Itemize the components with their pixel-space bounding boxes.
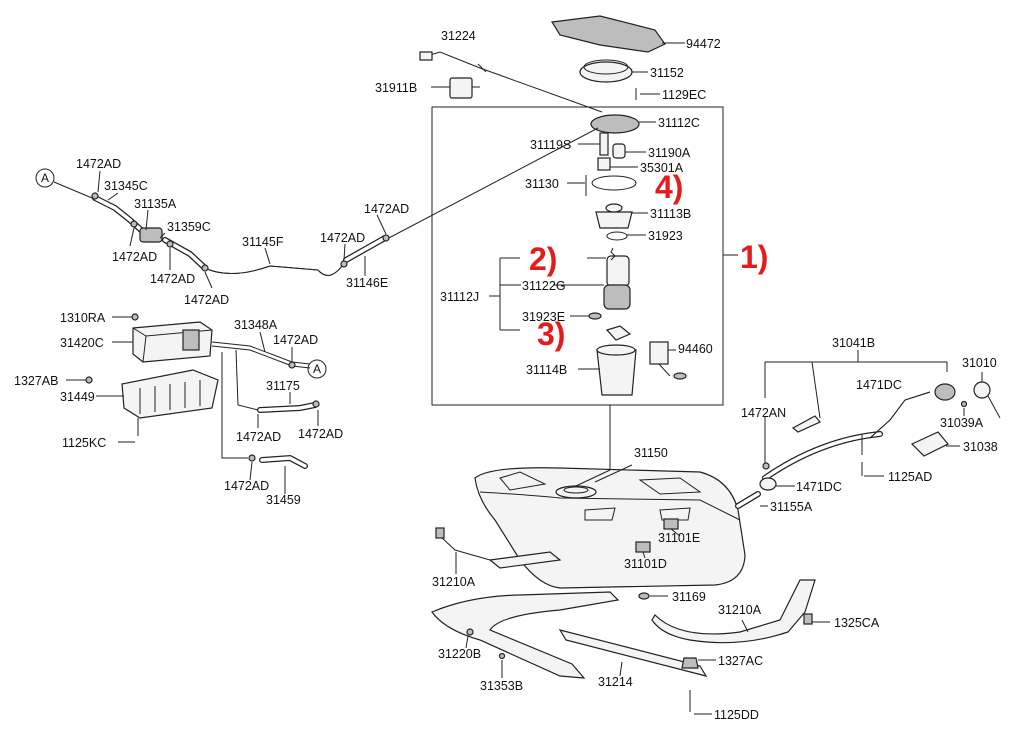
label-31420c: 31420C [60,336,104,350]
label-94472: 94472 [686,37,721,51]
label-31348a: 31348A [234,318,278,332]
label-1310ra: 1310RA [60,311,106,325]
label-31155a: 31155A [770,500,813,514]
label-31359c: 31359C [167,220,211,234]
label-31010: 31010 [962,356,997,370]
label-31345c: 31345C [104,179,148,193]
connector-a-right [307,359,327,379]
label-31923e: 31923E [522,310,565,324]
pump-module-box [431,106,724,406]
annotation-1: 1) [740,239,768,275]
label-31038: 31038 [963,440,998,454]
annotation-3: 3) [537,316,565,352]
label-31041b: 31041B [832,336,875,350]
label-1472ad-d: 1472AD [184,293,229,307]
label-31449: 31449 [60,390,95,404]
label-1472ad-j: 1472AD [224,479,269,493]
label-31210a-b: 31210A [718,603,762,617]
label-1472ad-g: 1472AD [273,333,318,347]
label-31175: 31175 [266,379,300,393]
label-31911b: 31911B [375,81,417,95]
connector-a-left-letter: A [41,171,49,185]
label-31101e: 31101E [658,531,700,545]
lock-ring-31152 [579,61,633,83]
label-1472ad-a: 1472AD [76,157,121,171]
fuel-tank [474,467,746,589]
label-31114b: 31114B [526,363,567,377]
label-31224: 31224 [441,29,476,43]
gasket-ring [591,175,637,191]
label-31119s: 31119S [530,138,571,152]
label-31923: 31923 [648,229,683,243]
label-31210a-a: 31210A [432,575,476,589]
label-31113b: 31113B [650,207,691,221]
label-31130: 31130 [525,177,559,191]
connector-a-right-letter: A [313,362,321,376]
pump-plate [590,114,640,134]
tank-band-right [651,579,816,644]
fuel-pump [606,255,630,287]
label-1325ca: 1325CA [834,616,880,630]
label-1471dc-a: 1471DC [856,378,902,392]
label-31146e: 31146E [346,276,388,290]
label-31152: 31152 [650,66,684,80]
label-1472ad-f: 1472AD [364,202,409,216]
connector-a-left [35,168,55,188]
label-31459: 31459 [266,493,301,507]
label-1472ad-i: 1472AD [298,427,343,441]
annotation-4: 4) [655,169,683,205]
label-31190a: 31190A [648,146,691,160]
label-1327ac: 1327AC [718,654,763,668]
label-31150: 31150 [634,446,668,460]
label-31145f: 31145F [242,235,284,249]
label-31112j: 31112J [440,290,479,304]
fuel-cap [973,381,991,399]
label-1472an: 1472AN [741,406,786,420]
label-1472ad-e: 1472AD [320,231,365,245]
label-35301a: 35301A [640,161,684,175]
fuel-filter [449,77,473,99]
label-1472ad-c: 1472AD [150,272,195,286]
reservoir-cup [596,349,637,396]
label-1125dd: 1125DD [714,708,759,722]
label-31112c: 31112C [658,116,700,130]
tank-band-center [558,629,708,677]
label-31039a: 31039A [940,416,984,430]
annotation-2: 2) [529,241,557,277]
label-1129ec: 1129EC [662,88,706,102]
label-31220b: 31220B [438,647,481,661]
label-31169: 31169 [672,590,706,604]
label-31214: 31214 [598,675,633,689]
label-1327ab: 1327AB [14,374,58,388]
label-31135a: 31135A [134,197,177,211]
label-1125ad: 1125AD [888,470,932,484]
cover-94472 [551,15,666,53]
label-94460: 94460 [678,342,713,356]
label-1125kc: 1125KC [62,436,106,450]
label-1472ad-h: 1472AD [236,430,281,444]
label-31353b: 31353B [480,679,523,693]
label-1472ad-b: 1472AD [112,250,157,264]
label-31101d: 31101D [624,557,667,571]
label-1471dc-b: 1471DC [796,480,842,494]
tank-band-left [431,591,620,679]
label-31122g: 31122G [522,279,566,293]
